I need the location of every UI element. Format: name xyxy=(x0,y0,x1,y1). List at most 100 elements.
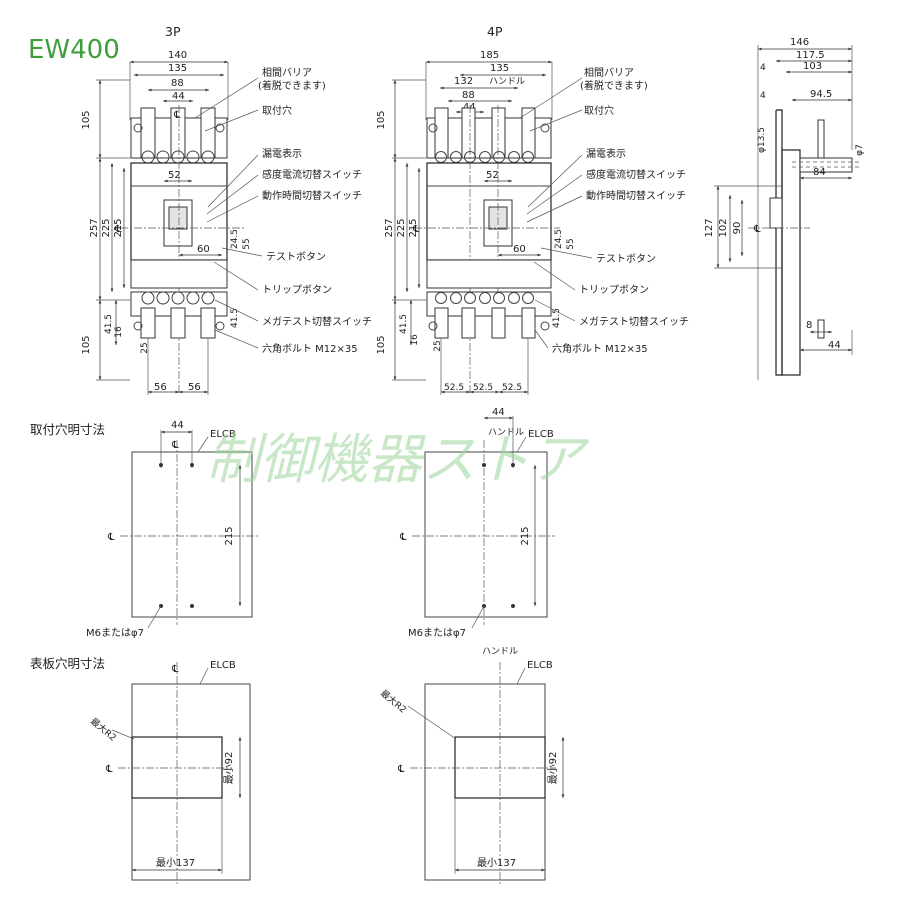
watermark: 制御機器ストア xyxy=(206,428,590,491)
dim-3p-41-5-right: 41.5 xyxy=(230,308,240,328)
mount-3p-hole-label: M6またはφ7 xyxy=(86,627,144,639)
dim-side-44: 44 xyxy=(828,340,841,351)
dim-4p-41-5-left: 41.5 xyxy=(399,314,409,334)
dim-3p-257: 257 xyxy=(89,218,100,237)
callout-3p-mounting-hole: 取付穴 xyxy=(262,104,292,117)
mount-4p-elcb: ELCB xyxy=(528,429,554,440)
dim-3p-88: 88 xyxy=(171,78,184,89)
callout-4p-test-button: テストボタン xyxy=(596,253,656,265)
callout-4p-megatest-switch: メガテスト切替スイッチ xyxy=(579,315,689,328)
dim-4p-185: 185 xyxy=(480,50,499,61)
mounting-title: 取付穴明寸法 xyxy=(30,422,105,437)
view-3p: 3P 140 135 88 44 ℄ ℄ xyxy=(81,24,372,395)
dim-4p-105-bottom: 105 xyxy=(376,335,387,354)
dim-side-94-5: 94.5 xyxy=(810,89,832,100)
callout-3p-megatest-switch: メガテスト切替スイッチ xyxy=(262,315,372,328)
view-3p-title: 3P xyxy=(165,24,181,39)
centerline-mark-3p-top: ℄ xyxy=(173,110,181,121)
callout-4p-phase-barrier: 相間バリア xyxy=(584,66,634,79)
dim-4p-41-5-right: 41.5 xyxy=(552,308,562,328)
panel-4p-min137: 最小137 xyxy=(477,857,516,869)
dim-4p-60: 60 xyxy=(513,244,526,255)
model-title: EW400 xyxy=(28,35,120,65)
centerline-panel-3p-left: ℄ xyxy=(105,764,113,775)
centerline-panel-3p-top: ℄ xyxy=(171,664,179,675)
mount-4p-hole-label: M6またはφ7 xyxy=(408,627,466,639)
callout-3p-hex-bolt: 六角ボルト M12×35 xyxy=(262,343,358,355)
dim-4p-55: 55 xyxy=(566,238,576,249)
dim-side-127: 127 xyxy=(704,218,715,237)
dim-3p-60: 60 xyxy=(197,244,210,255)
dim-3p-140: 140 xyxy=(168,50,187,61)
mount-4p-dim-215: 215 xyxy=(520,526,531,545)
panel-4p-radius: 最大R2 xyxy=(378,687,409,715)
mount-3p-dim-215: 215 xyxy=(224,526,235,545)
centerline-panel-4p-left: ℄ xyxy=(397,764,405,775)
centerline-mark-4p: ℄ xyxy=(412,224,420,235)
dim-side-102: 102 xyxy=(718,218,729,237)
centerline-mount-4p-left: ℄ xyxy=(399,532,407,543)
dim-side-146: 146 xyxy=(790,37,809,48)
dim-3p-105-top: 105 xyxy=(81,110,92,129)
callout-3p-trip-button: トリップボタン xyxy=(262,284,332,296)
dim-3p-52: 52 xyxy=(168,170,181,181)
dim-side-90: 90 xyxy=(732,222,743,235)
callout-3p-sensitivity-switch: 感度電流切替スイッチ xyxy=(262,168,362,181)
panel-title: 表板穴明寸法 xyxy=(30,656,105,671)
dim-side-4-top: 4 xyxy=(760,63,766,73)
callout-4p-operating-time-switch: 動作時間切替スイッチ xyxy=(586,189,686,202)
dim-4p-16: 16 xyxy=(410,334,420,346)
dim-side-103: 103 xyxy=(803,61,822,72)
callout-3p-phase-barrier-note: (着脱できます) xyxy=(258,79,326,92)
panel-cutout-section: 表板穴明寸法 ℄ ℄ ELCB 最大R2 最小92 最小137 ℄ ハンドル E… xyxy=(30,647,565,885)
dim-side-8: 8 xyxy=(806,320,812,331)
dim-3p-24-5: 24.5 xyxy=(230,229,240,249)
dim-3p-225: 225 xyxy=(101,218,112,237)
mount-3p-elcb: ELCB xyxy=(210,429,236,440)
dim-4p-135: 135 xyxy=(490,63,509,74)
dim-3p-16: 16 xyxy=(114,326,124,338)
mounting-hole-section: 取付穴明寸法 ℄ ℄ 44 215 ELCB M6またはφ7 ℄ 44 ハンドル xyxy=(30,407,555,639)
view-side: 146 117.5 103 4 94.5 4 ℄ φ13.5 φ7 84 127… xyxy=(704,37,865,380)
dim-3p-56-right: 56 xyxy=(188,382,201,393)
callout-4p-hex-bolt: 六角ボルト M12×35 xyxy=(552,343,648,355)
dim-4p-88: 88 xyxy=(462,90,475,101)
panel-3p-radius: 最大R2 xyxy=(88,715,119,743)
dim-3p-215: 215 xyxy=(113,218,124,237)
callout-3p-leak-indicator: 漏電表示 xyxy=(262,147,302,160)
callout-4p-mounting-hole: 取付穴 xyxy=(584,104,614,117)
dim-4p-225: 225 xyxy=(396,218,407,237)
dim-3p-135: 135 xyxy=(168,63,187,74)
callout-4p-trip-button: トリップボタン xyxy=(579,284,649,296)
dim-4p-105-top: 105 xyxy=(376,110,387,129)
dim-3p-25: 25 xyxy=(140,342,150,353)
dim-3p-41-5-left: 41.5 xyxy=(104,314,114,334)
centerline-mark-side: ℄ xyxy=(753,224,761,235)
panel-4p-handle: ハンドル xyxy=(482,647,518,657)
dim-4p-handle-label: ハンドル xyxy=(489,77,525,87)
mount-4p-handle: ハンドル xyxy=(488,428,524,438)
mount-4p-dim-44: 44 xyxy=(492,407,505,418)
panel-4p-min92: 最小92 xyxy=(547,752,559,785)
dim-4p-52: 52 xyxy=(486,170,499,181)
callout-4p-leak-indicator: 漏電表示 xyxy=(586,147,626,160)
dim-side-117-5: 117.5 xyxy=(796,50,825,61)
dim-3p-44: 44 xyxy=(172,91,185,102)
panel-3p-min92: 最小92 xyxy=(223,752,235,785)
callout-3p-test-button: テストボタン xyxy=(266,251,326,263)
centerline-mount-3p-left: ℄ xyxy=(107,532,115,543)
dim-3p-55: 55 xyxy=(242,238,252,249)
panel-3p-elcb: ELCB xyxy=(210,660,236,671)
dim-3p-105-bottom: 105 xyxy=(81,335,92,354)
dim-4p-52-5-c: 52.5 xyxy=(502,383,522,393)
dim-4p-257: 257 xyxy=(384,218,395,237)
dim-side-84: 84 xyxy=(813,167,826,178)
view-4p-title: 4P xyxy=(487,24,503,39)
dim-4p-25: 25 xyxy=(433,340,443,351)
centerline-mount-3p-top: ℄ xyxy=(171,440,179,451)
dim-3p-56-left: 56 xyxy=(154,382,167,393)
dim-4p-24-5: 24.5 xyxy=(554,229,564,249)
dim-4p-215: 215 xyxy=(408,218,419,237)
callout-3p-operating-time-switch: 動作時間切替スイッチ xyxy=(262,189,362,202)
